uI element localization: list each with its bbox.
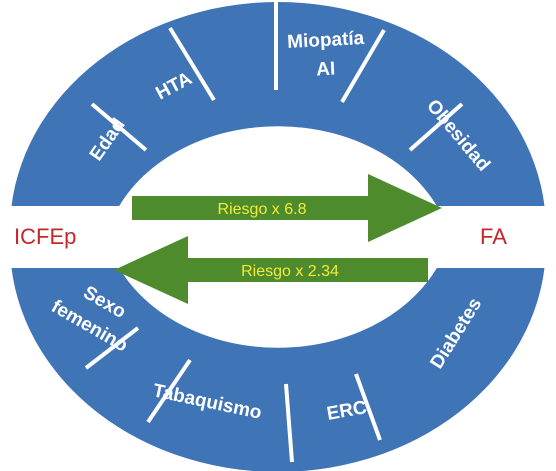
- segment-separators: [84, 2, 464, 463]
- arrow-forward-label: Riesgo x 6.8: [218, 201, 307, 218]
- ring-bottom-half: [10, 244, 546, 471]
- ring-top-half: [10, 2, 546, 230]
- label-fa: FA: [480, 224, 507, 249]
- arrow-forward: [132, 174, 442, 242]
- arrow-backward: [114, 236, 428, 304]
- segment-ai: AI: [316, 59, 336, 81]
- outer-ring: [10, 2, 546, 471]
- segment-miopatia: Miopatía: [287, 28, 365, 53]
- arrow-backward-label: Riesgo x 2.34: [241, 263, 339, 280]
- label-icfep: ICFEp: [14, 224, 76, 249]
